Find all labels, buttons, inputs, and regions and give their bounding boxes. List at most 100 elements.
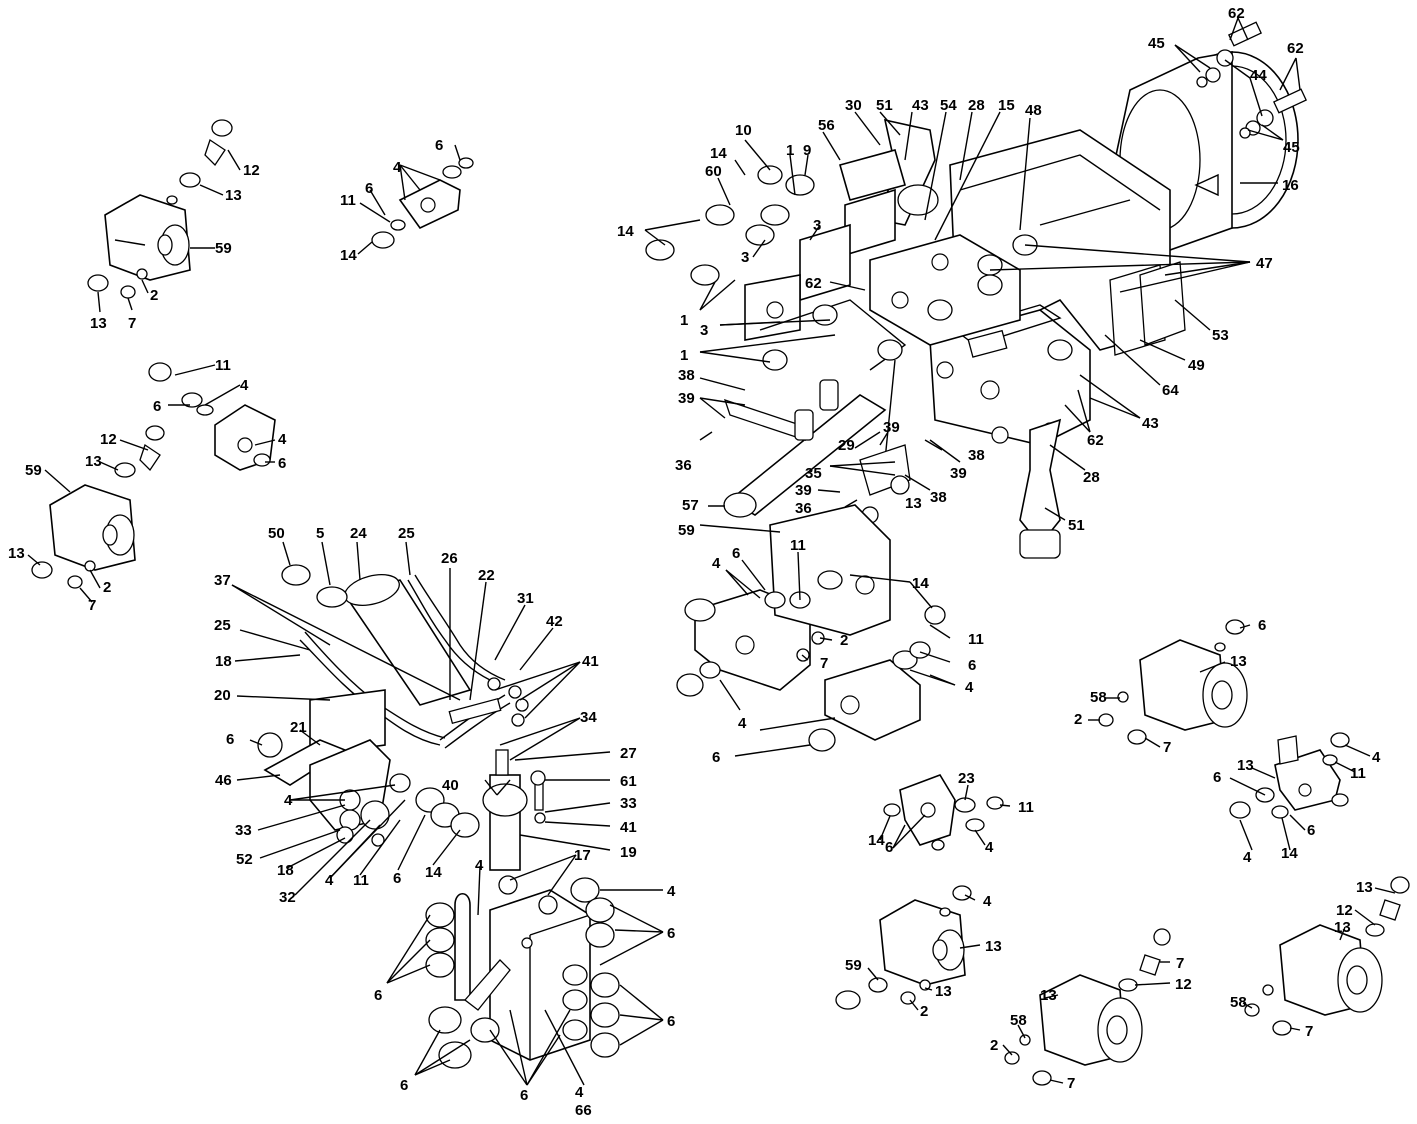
callout-label: 11 bbox=[790, 537, 806, 554]
callout-label: 7 bbox=[88, 597, 96, 614]
callout-label: 11 bbox=[215, 357, 231, 374]
callout-label: 25 bbox=[214, 617, 231, 634]
callout-label: 66 bbox=[575, 1102, 592, 1119]
callout-label: 32 bbox=[279, 889, 296, 906]
callout-label: 58 bbox=[1230, 994, 1247, 1011]
gear-pump-right-upper bbox=[1098, 619, 1248, 745]
callout-label: 4 bbox=[712, 555, 721, 572]
callout-label: 13 bbox=[905, 495, 922, 512]
gear-pump-left bbox=[31, 425, 165, 589]
callout-label: 44 bbox=[1250, 67, 1267, 84]
leader-lines bbox=[27, 17, 1396, 1086]
callout-label: 2 bbox=[1074, 711, 1082, 728]
callout-label: 4 bbox=[1372, 749, 1381, 766]
callout-label: 13 bbox=[8, 545, 25, 562]
callout-label: 38 bbox=[968, 447, 985, 464]
callout-label: 42 bbox=[546, 613, 563, 630]
callout-label: 50 bbox=[268, 525, 285, 542]
callout-label: 39 bbox=[678, 390, 695, 407]
callout-label: 15 bbox=[998, 97, 1015, 114]
callout-label: 4 bbox=[278, 431, 287, 448]
callout-label: 28 bbox=[968, 97, 985, 114]
callout-label: 13 bbox=[985, 938, 1002, 955]
callout-label: 14 bbox=[425, 864, 442, 881]
callout-label: 12 bbox=[1175, 976, 1192, 993]
callout-label: 1 bbox=[680, 312, 688, 329]
callout-label: 53 bbox=[1212, 327, 1229, 344]
callout-label: 52 bbox=[236, 851, 253, 868]
callout-label: 7 bbox=[1305, 1023, 1313, 1040]
callout-label: 18 bbox=[215, 653, 232, 670]
callout-label: 19 bbox=[620, 844, 637, 861]
callout-label: 14 bbox=[868, 832, 885, 849]
transmission-assembly bbox=[645, 21, 1307, 559]
spring-cylinder-assembly bbox=[257, 564, 546, 871]
callout-label: 6 bbox=[365, 180, 373, 197]
callout-label: 6 bbox=[885, 839, 893, 856]
callout-label: 2 bbox=[150, 287, 158, 304]
callout-label: 62 bbox=[805, 275, 822, 292]
control-valve-assembly bbox=[676, 504, 946, 752]
callout-label: 4 bbox=[983, 893, 992, 910]
callout-label: 14 bbox=[340, 247, 357, 264]
callout-label: 4 bbox=[965, 679, 974, 696]
callout-label: 3 bbox=[813, 217, 821, 234]
callout-label: 54 bbox=[940, 97, 957, 114]
callout-label: 38 bbox=[678, 367, 695, 384]
callout-label: 14 bbox=[710, 145, 727, 162]
callout-label: 7 bbox=[128, 315, 136, 332]
callout-label: 56 bbox=[818, 117, 835, 134]
callout-label: 4 bbox=[738, 715, 747, 732]
callout-label: 59 bbox=[678, 522, 695, 539]
callout-label: 13 bbox=[1230, 653, 1247, 670]
callout-label: 59 bbox=[845, 957, 862, 974]
callout-label: 64 bbox=[1162, 382, 1179, 399]
callout-label: 6 bbox=[400, 1077, 408, 1094]
callout-label: 6 bbox=[153, 398, 161, 415]
callout-label: 11 bbox=[1350, 765, 1366, 782]
callout-label: 27 bbox=[620, 745, 637, 762]
callout-label: 39 bbox=[950, 465, 967, 482]
callout-labels: 62 45 62 44 45 16 47 53 49 64 43 62 28 5… bbox=[8, 5, 1381, 1119]
callout-label: 37 bbox=[214, 572, 231, 589]
callout-label: 30 bbox=[845, 97, 862, 114]
relief-valve-left bbox=[148, 362, 276, 471]
callout-label: 4 bbox=[667, 883, 676, 900]
callout-label: 18 bbox=[277, 862, 294, 879]
callout-label: 36 bbox=[795, 500, 812, 517]
callout-label: 2 bbox=[990, 1037, 998, 1054]
callout-label: 7 bbox=[1163, 739, 1171, 756]
callout-label: 51 bbox=[876, 97, 893, 114]
callout-label: 57 bbox=[682, 497, 699, 514]
callout-label: 13 bbox=[1040, 987, 1057, 1004]
callout-label: 6 bbox=[278, 455, 286, 472]
callout-label: 36 bbox=[675, 457, 692, 474]
callout-label: 6 bbox=[1307, 822, 1315, 839]
callout-label: 23 bbox=[958, 770, 975, 787]
callout-label: 2 bbox=[840, 632, 848, 649]
callout-label: 12 bbox=[243, 162, 260, 179]
callout-label: 4 bbox=[1243, 849, 1252, 866]
callout-label: 4 bbox=[475, 857, 484, 874]
callout-label: 13 bbox=[1237, 757, 1254, 774]
callout-label: 7 bbox=[1176, 955, 1184, 972]
callout-label: 38 bbox=[930, 489, 947, 506]
callout-label: 11 bbox=[968, 631, 984, 648]
callout-label: 41 bbox=[582, 653, 599, 670]
callout-label: 13 bbox=[1356, 879, 1373, 896]
callout-label: 33 bbox=[620, 795, 637, 812]
callout-label: 20 bbox=[214, 687, 231, 704]
callout-label: 62 bbox=[1287, 40, 1304, 57]
callout-label: 49 bbox=[1188, 357, 1205, 374]
callout-label: 6 bbox=[1258, 617, 1266, 634]
callout-label: 25 bbox=[398, 525, 415, 542]
callout-label: 3 bbox=[700, 322, 708, 339]
callout-label: 6 bbox=[712, 749, 720, 766]
callout-label: 6 bbox=[226, 731, 234, 748]
callout-label: 45 bbox=[1283, 139, 1300, 156]
callout-label: 6 bbox=[435, 137, 443, 154]
relief-valve-right bbox=[1229, 732, 1350, 819]
callout-label: 7 bbox=[820, 655, 828, 672]
callout-label: 62 bbox=[1087, 432, 1104, 449]
